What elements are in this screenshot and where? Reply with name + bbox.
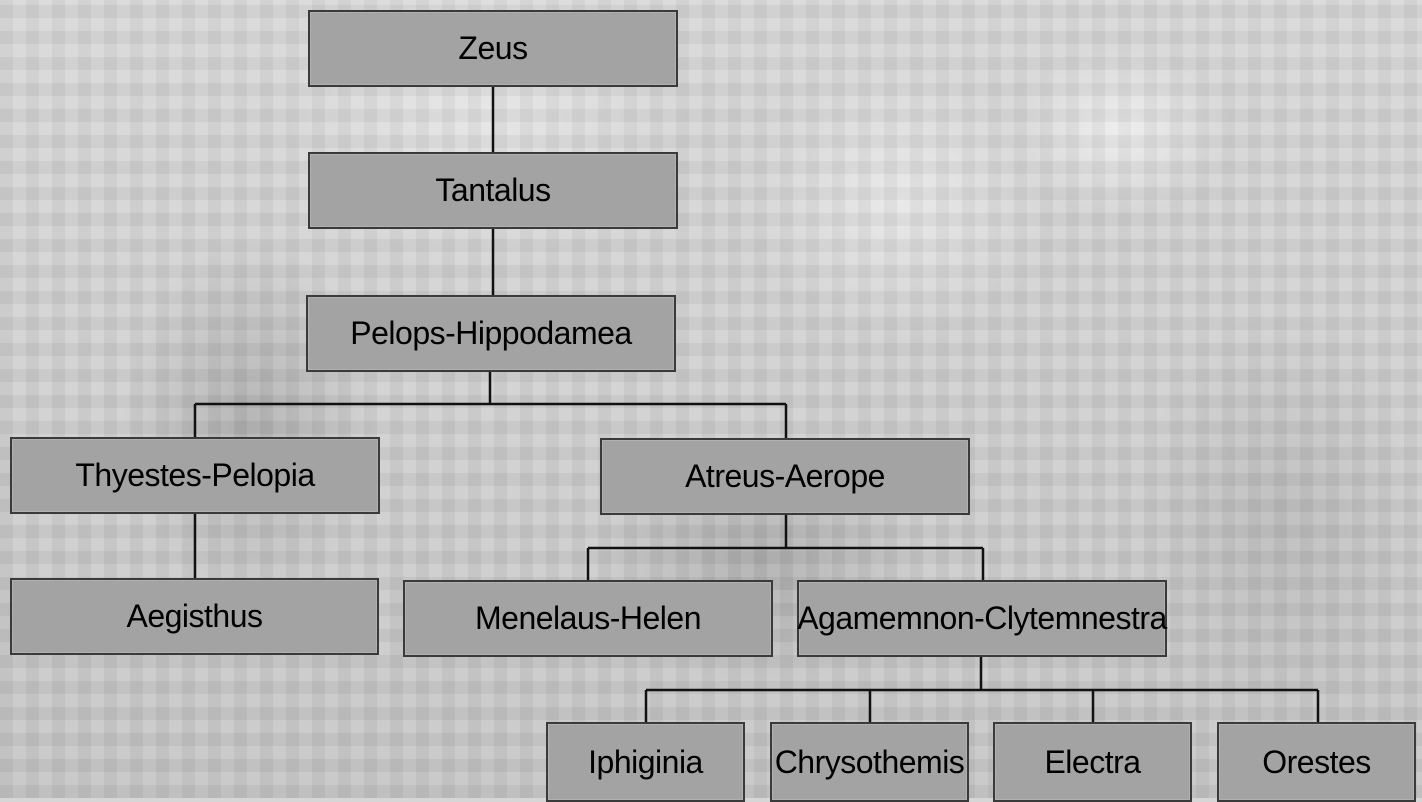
node-pelops-hippodamea: Pelops-Hippodamea (306, 295, 676, 372)
connector-atreus-children (588, 514, 983, 580)
node-thyestes-pelopia: Thyestes-Pelopia (10, 437, 380, 514)
connector-pelops-children (195, 371, 786, 438)
connector-agamemnon-children (646, 656, 1318, 722)
node-agamemnon-clytemnestra: Agamemnon-Clytemnestra (797, 580, 1167, 657)
node-atreus-aerope: Atreus-Aerope (600, 438, 970, 515)
node-aegisthus: Aegisthus (10, 578, 379, 655)
node-electra: Electra (993, 722, 1192, 802)
node-menelaus-helen: Menelaus-Helen (403, 580, 773, 657)
node-orestes: Orestes (1217, 722, 1416, 802)
node-iphiginia: Iphiginia (546, 722, 745, 802)
node-tantalus: Tantalus (308, 152, 678, 229)
node-zeus: Zeus (308, 10, 678, 87)
node-chrysothemis: Chrysothemis (770, 722, 969, 802)
